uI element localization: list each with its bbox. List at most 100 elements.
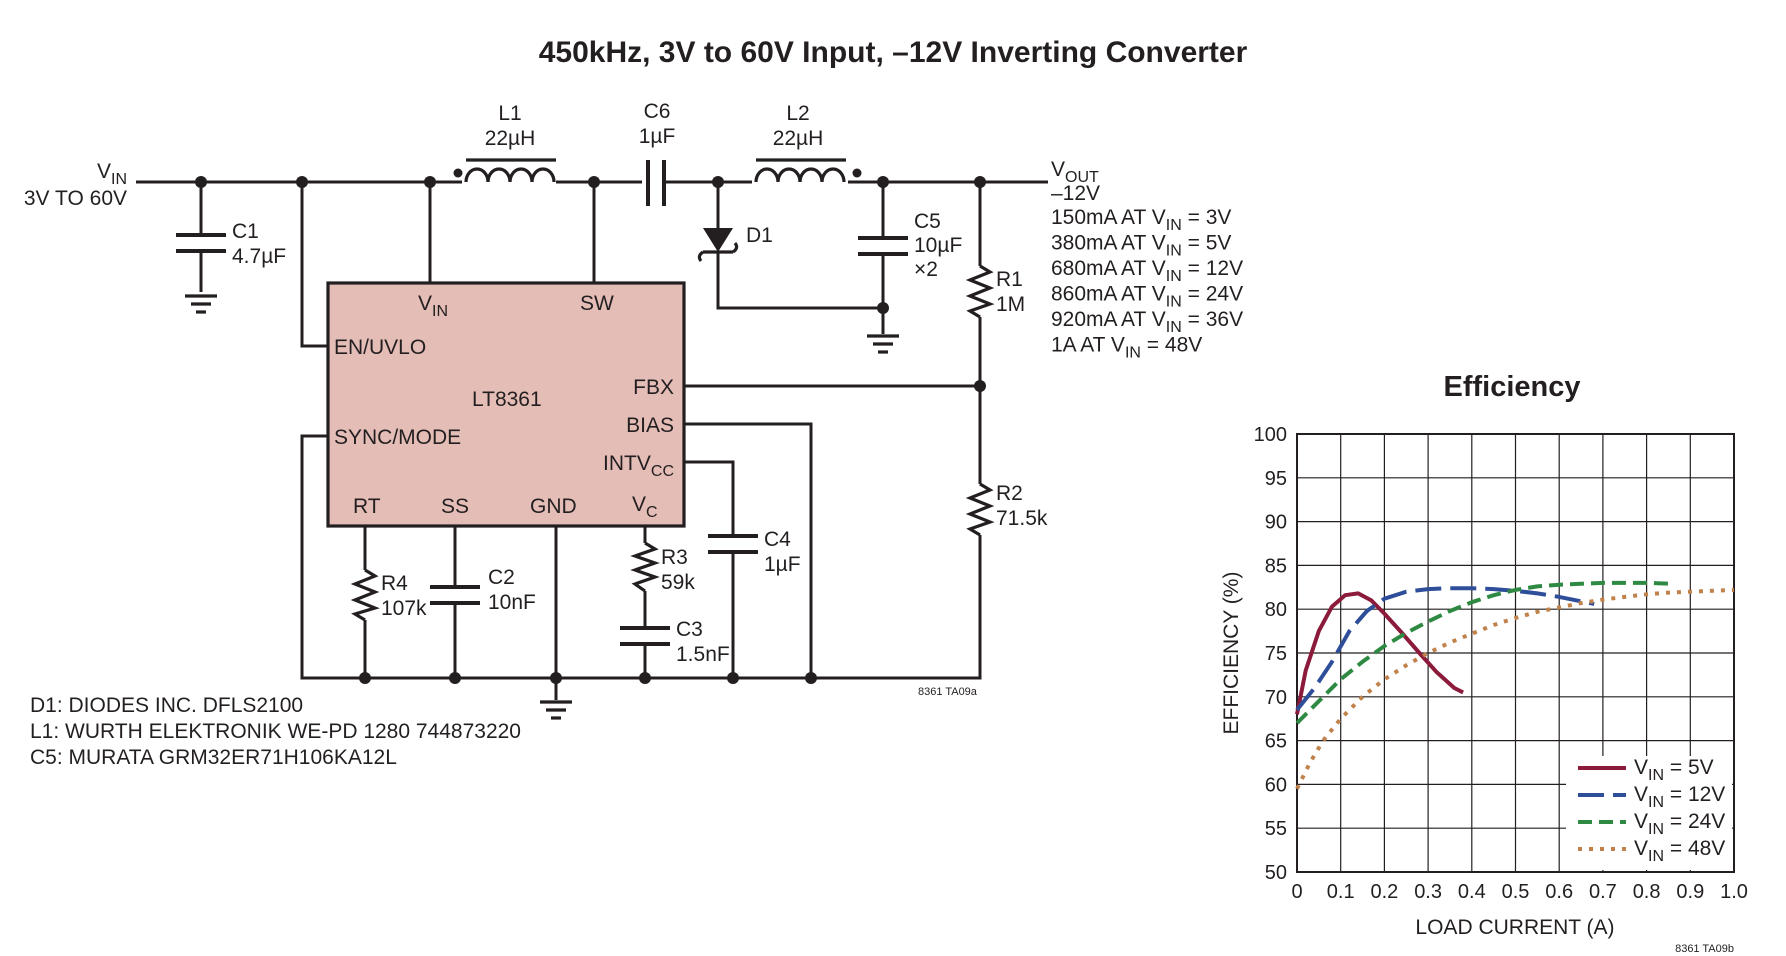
- capacitor-c4: [708, 534, 758, 554]
- pin-intvcc: INTVCC: [603, 452, 674, 480]
- c5-value: 10µF: [914, 234, 962, 257]
- resistor-r1: [965, 264, 995, 319]
- x-tick-label: 0.7: [1589, 881, 1617, 903]
- pin-sync-mode: SYNC/MODE: [334, 426, 461, 449]
- l2-ref: L2: [786, 102, 809, 125]
- vout-label: VOUT: [1051, 158, 1099, 186]
- c4-ref: C4: [764, 528, 791, 551]
- c5-ref: C5: [914, 210, 941, 233]
- y-tick-label: 95: [1265, 468, 1287, 490]
- x-tick-label: 1.0: [1720, 881, 1748, 903]
- x-axis-label: LOAD CURRENT (A): [1415, 916, 1614, 939]
- pin-en-uvlo: EN/UVLO: [334, 336, 426, 359]
- series-line: [1295, 587, 1735, 790]
- c3-value: 1.5nF: [676, 643, 730, 666]
- legend-label: VIN = 5V: [1634, 756, 1714, 784]
- c2-ref: C2: [488, 566, 515, 589]
- c1-ref: C1: [232, 220, 259, 243]
- diode-d1: [697, 228, 739, 262]
- l2-value: 22µH: [773, 127, 824, 150]
- ground-symbol: [867, 334, 899, 354]
- load-spec-line: 680mA AT VIN = 12V: [1051, 257, 1243, 285]
- component-note: C5: MURATA GRM32ER71H106KA12L: [30, 746, 397, 769]
- pin-sw: SW: [580, 292, 614, 315]
- r4-ref: R4: [381, 572, 408, 595]
- pin-fbx: FBX: [633, 376, 674, 399]
- r4-value: 107k: [381, 597, 427, 620]
- r2-ref: R2: [996, 482, 1023, 505]
- c2-value: 10nF: [488, 591, 536, 614]
- capacitor-c5: [858, 236, 908, 256]
- component-note: L1: WURTH ELEKTRONIK WE-PD 1280 74487322…: [30, 720, 521, 743]
- ground-symbol: [540, 700, 572, 720]
- plot-frame: [1296, 433, 1735, 873]
- d1-ref: D1: [746, 224, 773, 247]
- legend-label: VIN = 12V: [1634, 783, 1725, 811]
- l1-value: 22µH: [485, 127, 536, 150]
- legend-label: VIN = 48V: [1634, 837, 1725, 865]
- capacitor-c3: [620, 626, 670, 646]
- x-tick-label: 0.4: [1458, 881, 1486, 903]
- load-spec-line: 920mA AT VIN = 36V: [1051, 308, 1243, 336]
- x-tick-label: 0.8: [1633, 881, 1661, 903]
- pin-rt: RT: [353, 495, 381, 518]
- ic-name: LT8361: [472, 388, 542, 411]
- legend-box: [1566, 756, 1732, 870]
- junction-dots: [195, 176, 986, 684]
- c5-mult: ×2: [914, 258, 938, 281]
- ic-body: [326, 281, 686, 528]
- x-tick-label: 0.5: [1502, 881, 1530, 903]
- legend-label: VIN = 24V: [1634, 810, 1725, 838]
- y-tick-label: 100: [1254, 424, 1287, 446]
- series-line: [1295, 586, 1595, 712]
- c1-value: 4.7µF: [232, 245, 286, 268]
- capacitor-c6: [646, 160, 666, 206]
- x-tick-label: 0: [1291, 881, 1302, 903]
- y-tick-label: 60: [1265, 774, 1287, 796]
- x-tick-label: 0.9: [1676, 881, 1704, 903]
- vin-label: VIN: [97, 160, 127, 188]
- series-line: [1295, 591, 1464, 715]
- r2-value: 71.5k: [996, 507, 1048, 530]
- x-tick-label: 0.1: [1327, 881, 1355, 903]
- inductor-l2: [754, 158, 862, 183]
- y-tick-label: 55: [1265, 818, 1287, 840]
- inductor-l1: [453, 158, 556, 183]
- y-tick-label: 50: [1265, 862, 1287, 884]
- load-spec-line: 150mA AT VIN = 3V: [1051, 206, 1231, 234]
- y-tick-label: 90: [1265, 512, 1287, 534]
- schematic: VIN 3V TO 60V VOUT –12V 150mA AT VIN = 3…: [24, 100, 1243, 769]
- series-line: [1295, 580, 1673, 725]
- x-tick-label: 0.6: [1545, 881, 1573, 903]
- pin-bias: BIAS: [626, 414, 674, 437]
- y-tick-label: 70: [1265, 687, 1287, 709]
- chart-title: Efficiency: [1444, 371, 1581, 403]
- y-tick-label: 75: [1265, 643, 1287, 665]
- load-spec-line: 1A AT VIN = 48V: [1051, 334, 1202, 362]
- r1-ref: R1: [996, 268, 1023, 291]
- y-axis-label: EFFICIENCY (%): [1220, 572, 1243, 735]
- resistor-r2: [965, 482, 995, 537]
- y-tick-label: 65: [1265, 731, 1287, 753]
- pin-vc: VC: [632, 493, 658, 521]
- x-tick-label: 0.3: [1414, 881, 1442, 903]
- pin-gnd: GND: [530, 495, 577, 518]
- pin-ss: SS: [441, 495, 469, 518]
- capacitor-c2: [430, 585, 480, 605]
- resistor-r3: [630, 541, 660, 593]
- schematic-fig-id: 8361 TA09a: [918, 686, 978, 698]
- r3-value: 59k: [661, 571, 695, 594]
- pin-vin: VIN: [418, 292, 448, 320]
- vin-range: 3V TO 60V: [24, 187, 127, 210]
- figure-title: 450kHz, 3V to 60V Input, –12V Inverting …: [539, 36, 1248, 69]
- r3-ref: R3: [661, 546, 688, 569]
- load-spec-line: 860mA AT VIN = 24V: [1051, 283, 1243, 311]
- y-tick-label: 85: [1265, 555, 1287, 577]
- c6-value: 1µF: [639, 125, 676, 148]
- capacitor-c1: [176, 233, 226, 253]
- c4-value: 1µF: [764, 553, 801, 576]
